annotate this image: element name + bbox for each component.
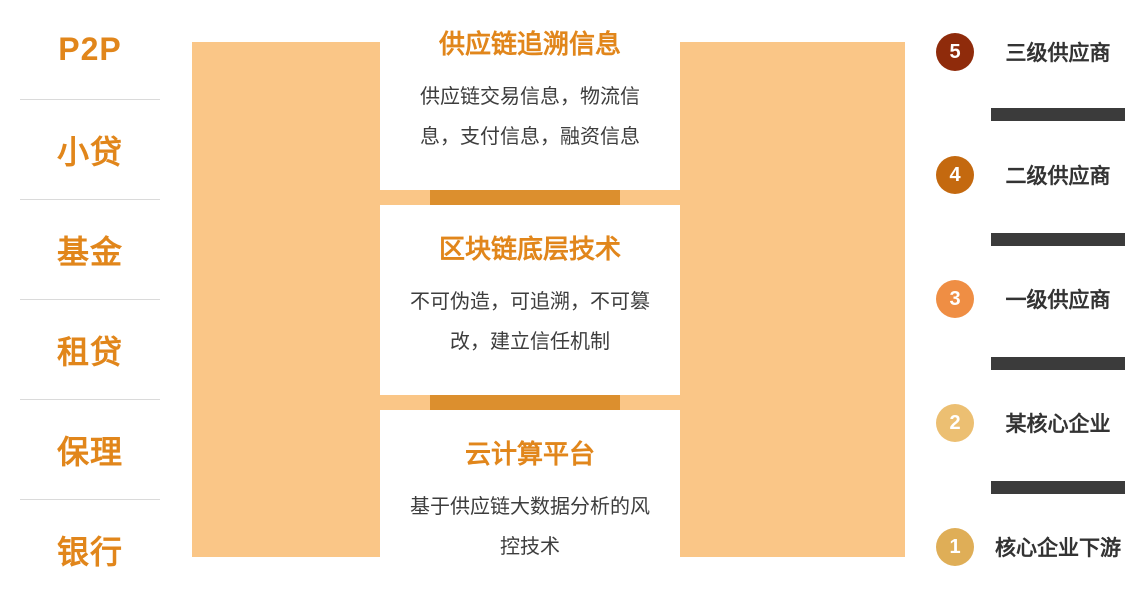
finance-type-item-bank: 银行 (20, 500, 160, 600)
finance-type-label: 小贷 (56, 133, 123, 170)
tier-2-circle: 2 (936, 404, 974, 442)
finance-type-item-p2p: P2P (20, 0, 160, 100)
card-title: 供应链追溯信息 (438, 29, 621, 59)
tier-divider-bar (991, 108, 1125, 121)
tier-5-label: 三级供应商 (1005, 42, 1111, 65)
card-title: 区块链底层技术 (438, 234, 621, 264)
card-blockchain-base-tech: 区块链底层技术 不可伪造，可追溯，不可篡改，建立信任机制 (380, 205, 680, 395)
connector-bar-bottom (430, 395, 620, 410)
finance-type-label: 银行 (56, 534, 123, 570)
tier-4-label: 二级供应商 (1005, 165, 1111, 188)
card-body: 基于供应链大数据分析的风控技术 (410, 496, 650, 558)
tier-3-label: 一级供应商 (1005, 289, 1111, 312)
tier-1-circle: 1 (936, 528, 974, 566)
finance-type-label: 保理 (56, 433, 123, 470)
tier-2-label: 某核心企业 (1005, 413, 1111, 436)
connector-bar-top (430, 190, 620, 205)
finance-type-item-fund: 基金 (20, 200, 160, 300)
finance-type-label: 租贷 (56, 333, 123, 370)
tier-1-label: 核心企业下游 (995, 537, 1121, 560)
card-cloud-computing-platform: 云计算平台 基于供应链大数据分析的风控技术 (380, 410, 680, 600)
tier-3-circle: 3 (936, 280, 974, 318)
card-body: 不可伪造，可追溯，不可篡改，建立信任机制 (410, 291, 650, 353)
finance-type-item-leasing: 租贷 (20, 300, 160, 400)
finance-type-label: P2P (58, 31, 122, 67)
tier-divider-bar (991, 481, 1125, 494)
card-supply-chain-trace-info: 供应链追溯信息 供应链交易信息，物流信息，支付信息，融资信息 (380, 0, 680, 190)
tier-4-circle: 4 (936, 156, 974, 194)
tier-divider-bar (991, 357, 1125, 370)
finance-type-item-microloan: 小贷 (20, 100, 160, 200)
finance-type-label: 基金 (56, 233, 123, 270)
tier-divider-bar (991, 233, 1125, 246)
finance-type-list: P2P 小贷 基金 租贷 保理 银行 (20, 0, 160, 600)
card-title: 云计算平台 (464, 439, 595, 469)
finance-type-item-factoring: 保理 (20, 400, 160, 500)
tier-5-circle: 5 (936, 33, 974, 71)
card-body: 供应链交易信息，物流信息，支付信息，融资信息 (420, 86, 640, 148)
